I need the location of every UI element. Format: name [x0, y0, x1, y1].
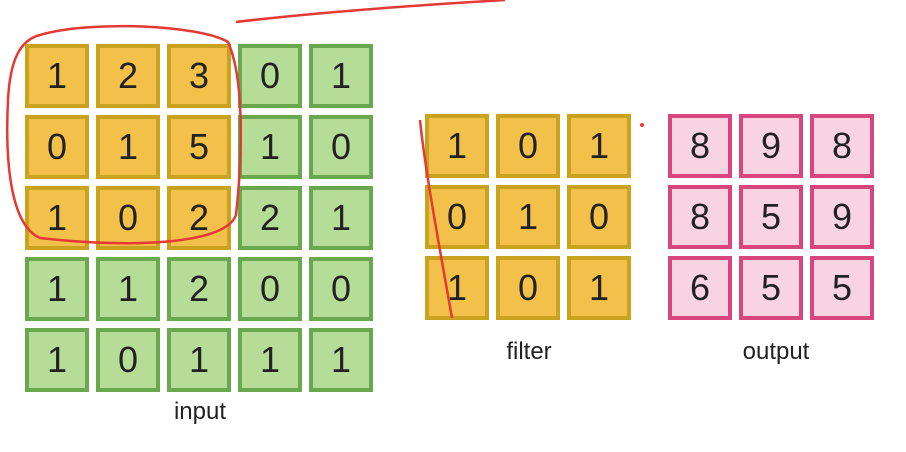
- input-cell-r4-c4: 1: [309, 328, 373, 392]
- filter-cell-r1-c0: 0: [425, 185, 489, 249]
- output-cell-r0-c0: 8: [668, 114, 732, 178]
- output-cell-r0-c2: 8: [810, 114, 874, 178]
- output-label: output: [742, 338, 810, 365]
- input-cell-r2-c4: 1: [309, 186, 373, 250]
- input-label: input: [173, 398, 227, 425]
- filter-cell-r2-c1: 0: [496, 256, 560, 320]
- input-cell-r0-c2: 3: [167, 44, 231, 108]
- filter-cell-r0-c2: 1: [567, 114, 631, 178]
- input-cell-r1-c4: 0: [309, 115, 373, 179]
- input-cell-r2-c2: 2: [167, 186, 231, 250]
- input-cell-r1-c0: 0: [25, 115, 89, 179]
- input-cell-r4-c3: 1: [238, 328, 302, 392]
- input-cell-r4-c2: 1: [167, 328, 231, 392]
- output-cell-r2-c1: 5: [739, 256, 803, 320]
- input-cell-r2-c3: 2: [238, 186, 302, 250]
- output-cell-r0-c1: 9: [739, 114, 803, 178]
- filter-cell-r2-c2: 1: [567, 256, 631, 320]
- filter-cell-r0-c0: 1: [425, 114, 489, 178]
- output-cell-r1-c0: 8: [668, 185, 732, 249]
- output-cell-r2-c2: 5: [810, 256, 874, 320]
- filter-cell-r1-c2: 0: [567, 185, 631, 249]
- filter-cell-r0-c1: 0: [496, 114, 560, 178]
- input-cell-r0-c4: 1: [309, 44, 373, 108]
- input-cell-r3-c1: 1: [96, 257, 160, 321]
- input-cell-r1-c3: 1: [238, 115, 302, 179]
- input-cell-r4-c0: 1: [25, 328, 89, 392]
- input-cell-r3-c0: 1: [25, 257, 89, 321]
- output-cell-r1-c1: 5: [739, 185, 803, 249]
- output-cell-r1-c2: 9: [810, 185, 874, 249]
- input-cell-r1-c1: 1: [96, 115, 160, 179]
- input-cell-r1-c2: 5: [167, 115, 231, 179]
- filter-label: filter: [506, 338, 552, 365]
- input-cell-r2-c1: 0: [96, 186, 160, 250]
- input-cell-r0-c1: 2: [96, 44, 160, 108]
- input-cell-r3-c3: 0: [238, 257, 302, 321]
- input-cell-r4-c1: 0: [96, 328, 160, 392]
- input-cell-r3-c2: 2: [167, 257, 231, 321]
- output-cell-r2-c0: 6: [668, 256, 732, 320]
- input-cell-r0-c3: 0: [238, 44, 302, 108]
- filter-cell-r2-c0: 1: [425, 256, 489, 320]
- filter-cell-r1-c1: 1: [496, 185, 560, 249]
- input-cell-r0-c0: 1: [25, 44, 89, 108]
- annotation-dot: [640, 123, 644, 127]
- input-cell-r3-c4: 0: [309, 257, 373, 321]
- input-cell-r2-c0: 1: [25, 186, 89, 250]
- annotation-stroke-top: [235, 0, 506, 24]
